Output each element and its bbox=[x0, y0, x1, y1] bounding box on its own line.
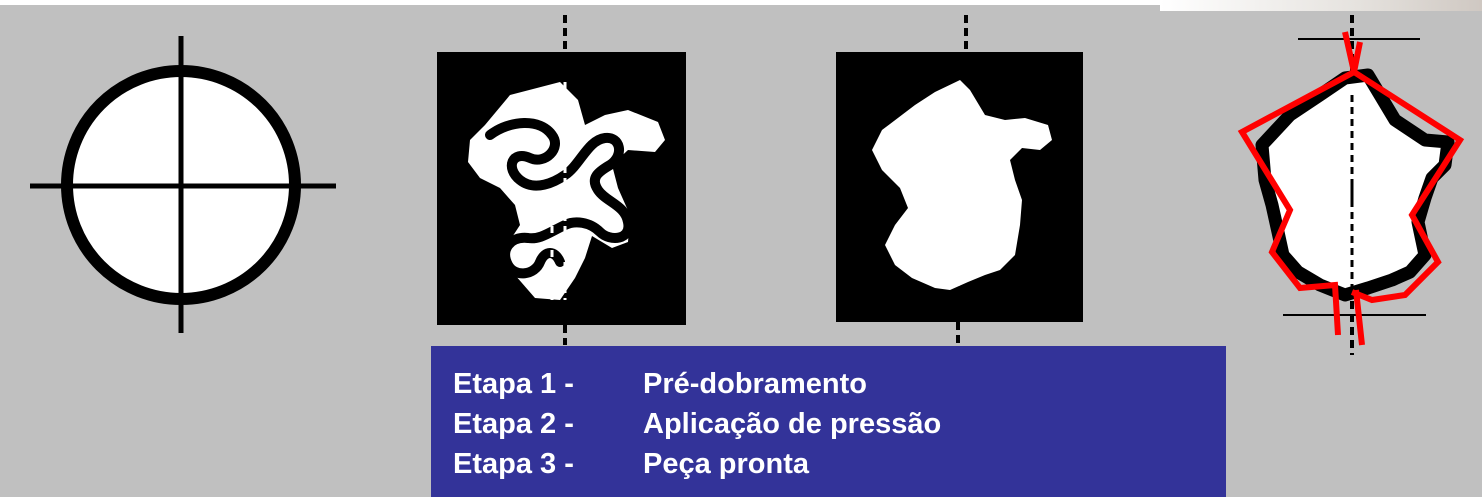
stage-description: Peça pronta bbox=[643, 448, 809, 480]
stage-description: Pré-dobramento bbox=[643, 368, 867, 400]
stage-line-3: Etapa 3 - Peça pronta bbox=[453, 444, 1226, 484]
stages-legend-box: Etapa 1 - Pré-dobramento Etapa 2 - Aplic… bbox=[431, 346, 1226, 497]
finished-part-icon bbox=[1237, 15, 1465, 355]
stage-line-1: Etapa 1 - Pré-dobramento bbox=[453, 364, 1226, 404]
pre-bending-icon bbox=[437, 15, 686, 345]
circular-blank-icon bbox=[30, 36, 336, 333]
stage-line-2: Etapa 2 - Aplicação de pressão bbox=[453, 404, 1226, 444]
stage-number: Etapa 2 - bbox=[453, 408, 574, 440]
stage-number: Etapa 1 - bbox=[453, 368, 574, 400]
stage-description: Aplicação de pressão bbox=[643, 408, 942, 440]
stage-number: Etapa 3 - bbox=[453, 448, 574, 480]
pressure-application-icon bbox=[836, 15, 1083, 345]
corner-photo-strip bbox=[1160, 0, 1482, 11]
